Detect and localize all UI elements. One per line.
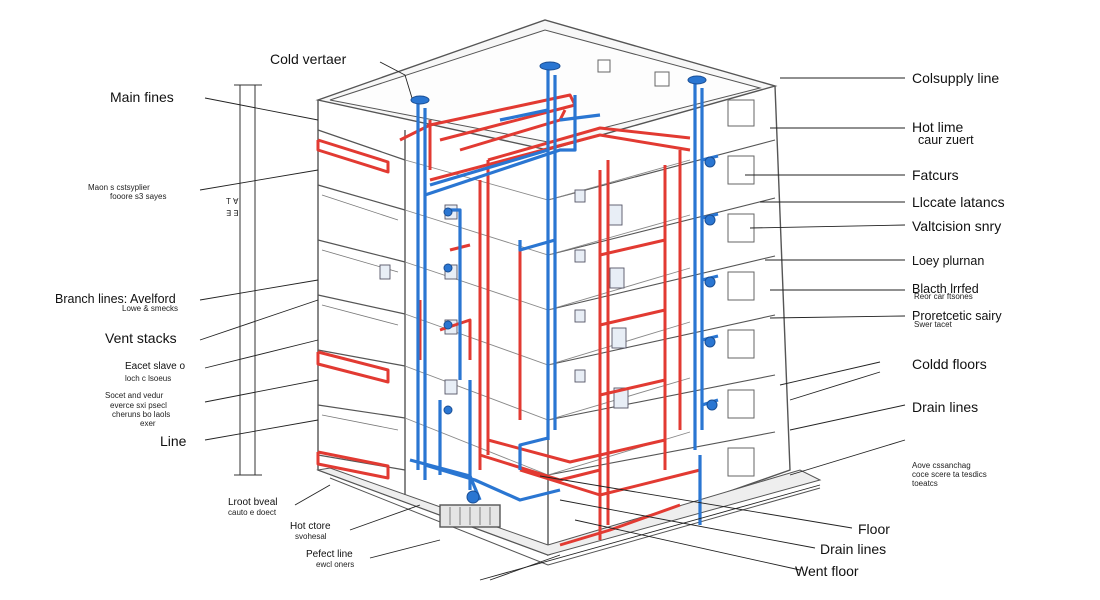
label-hot-line-sub: caur zuert	[918, 133, 974, 147]
label-protect-2: ewcl oners	[316, 560, 355, 569]
label-vent-stacks: Vent stacks	[105, 330, 177, 346]
building-structure	[234, 19, 822, 566]
label-lower-level-2: cauto e doect	[228, 508, 277, 517]
label-line: Line	[160, 433, 187, 449]
label-branch-lines: Branch lines: Avelford	[55, 292, 176, 306]
label-sewer-3: cheruns bo laols	[112, 410, 171, 419]
label-lower-level-1: Lroot bveal	[228, 497, 278, 508]
label-cold-vertical: Cold vertaer	[270, 51, 347, 67]
label-scale-a: T ∀	[226, 197, 239, 206]
label-vent-floor: Went floor	[795, 563, 859, 579]
label-cold-floors: Coldd floors	[912, 356, 987, 372]
label-main-lines: Main fines	[110, 89, 174, 105]
label-protective-sub: Swer tacet	[914, 320, 952, 329]
label-sewer-1: Socet and vedur	[105, 391, 164, 400]
label-protect-1: Pefect line	[306, 549, 353, 560]
label-floor: Floor	[858, 521, 890, 537]
label-scale-b: ∃ ∃	[226, 209, 239, 218]
cold-water-pipes	[409, 68, 719, 525]
pipe-caps	[410, 61, 718, 504]
label-cold-supply-line: Colsupply line	[912, 70, 1000, 86]
label-main-sub2: fooore s3 sayes	[110, 192, 167, 201]
label-ejector-1: Eacet slave o	[125, 361, 186, 372]
label-locate-laterals: Llccate latancs	[912, 194, 1005, 210]
label-hot-lines-2: svohesal	[295, 532, 327, 541]
label-hot-line: Hot lime	[912, 119, 964, 135]
label-protective: Proretcetic sairy	[912, 309, 1002, 323]
label-ejector-2: loch c lsoeus	[125, 374, 172, 383]
label-validation: Valtcision snry	[912, 218, 1002, 234]
label-branch-fitted: Blacth lrrfed	[912, 282, 979, 296]
label-branch-fitted-sub: Reor car ftsones	[914, 292, 973, 301]
label-sewer-4: exer	[140, 419, 156, 428]
label-drain-lines: Drain lines	[912, 399, 979, 415]
leader-lines	[199, 61, 906, 581]
label-sewer-2: everce sxi psecl	[110, 401, 167, 410]
label-hot-lines-1: Hot ctore	[290, 521, 331, 532]
label-low-plumbing: Loey plurnan	[912, 254, 985, 268]
label-above-1: Aove cssanchag	[912, 461, 971, 470]
label-main-sub: Maon s cstsyplier	[88, 183, 150, 192]
label-fixtures: Fatcurs	[912, 167, 959, 183]
label-above-2: coce scere ta tesdics	[912, 470, 987, 479]
label-branch-sub: Lowe & smecks	[122, 304, 179, 313]
label-drain-lines-2: Drain lines	[820, 541, 887, 557]
label-above-3: toeatcs	[912, 479, 938, 488]
